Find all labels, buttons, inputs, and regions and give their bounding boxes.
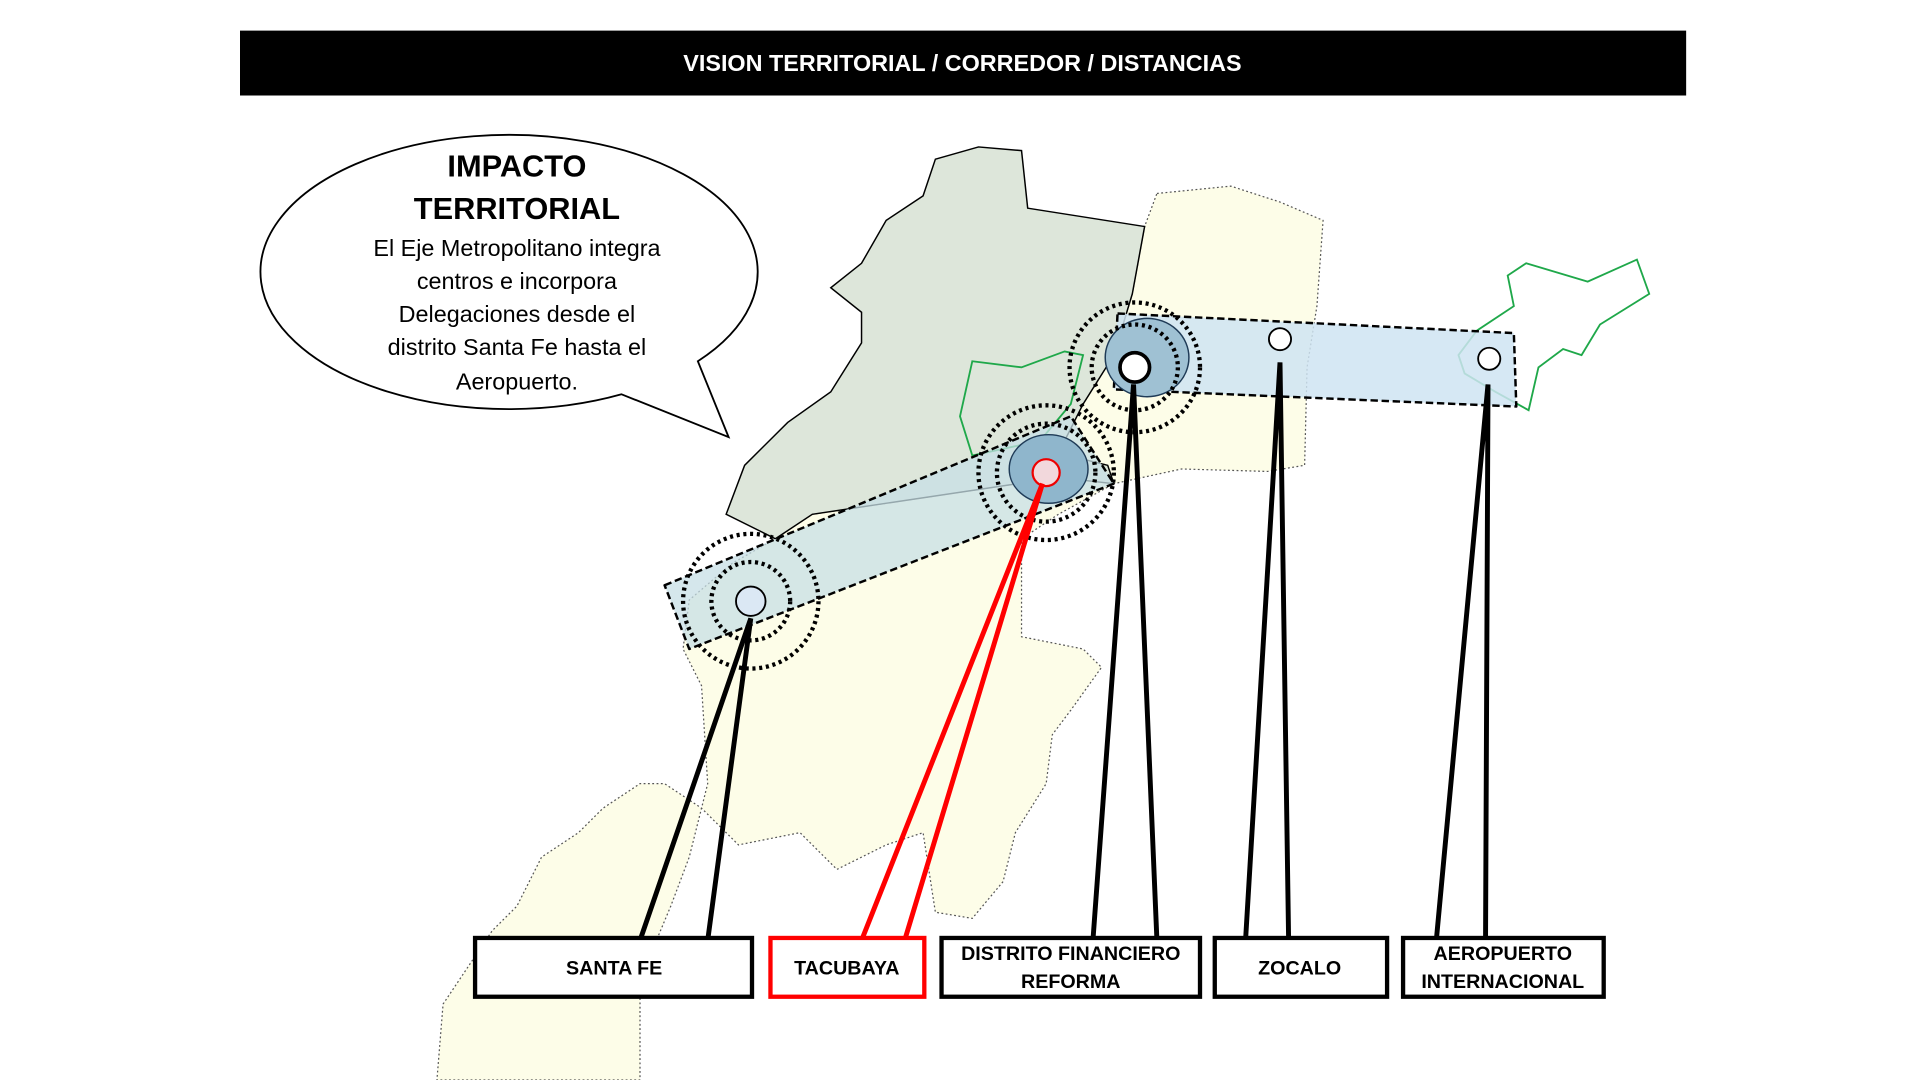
speech-bubble: [259, 133, 759, 439]
santa-fe-node[interactable]: [735, 585, 767, 617]
bubble-title-line2: TERRITORIAL: [414, 191, 620, 226]
santa-fe-label: SANTA FE: [566, 958, 662, 980]
reforma-label-line1: DISTRITO FINANCIERO: [961, 943, 1180, 965]
tacubaya-label: TACUBAYA: [794, 958, 899, 980]
header-bar: [240, 30, 1687, 96]
tacubaya-label-box[interactable]: [768, 935, 927, 999]
leader-lines: [637, 362, 1491, 942]
green-boundary: [959, 350, 1085, 457]
airport-node[interactable]: [1477, 346, 1502, 371]
bubble-body-line: distrito Santa Fe hasta el: [388, 334, 647, 360]
zocalo-node[interactable]: [1268, 327, 1292, 352]
reforma-label-box[interactable]: [939, 935, 1203, 999]
bubble-body-line: Aeropuerto.: [456, 368, 578, 394]
header-title: VISION TERRITORIAL / CORREDOR / DISTANCI…: [683, 50, 1241, 76]
bubble-title-line1: IMPACTO: [447, 148, 586, 183]
bubble-body-line: El Eje Metropolitano integra: [373, 235, 660, 261]
airport-label-box[interactable]: [1400, 935, 1606, 999]
zocalo-label-box[interactable]: [1212, 935, 1390, 999]
zocalo-label: ZOCALO: [1258, 958, 1341, 980]
airport-label-line2: INTERNACIONAL: [1421, 971, 1584, 993]
airport-label-line1: AEROPUERTO: [1434, 943, 1572, 965]
reforma-label-line2: REFORMA: [1021, 971, 1120, 993]
corridor-southwest: [663, 415, 1116, 651]
santa-fe-label-box[interactable]: [472, 935, 755, 999]
bubble-body-line: Delegaciones desde el: [399, 301, 635, 327]
bubble-body-line: centros e incorpora: [417, 268, 617, 294]
reforma-node[interactable]: [1118, 350, 1152, 384]
tacubaya-node[interactable]: [1031, 458, 1061, 488]
bubble-body: El Eje Metropolitano integra centros e i…: [373, 235, 660, 394]
